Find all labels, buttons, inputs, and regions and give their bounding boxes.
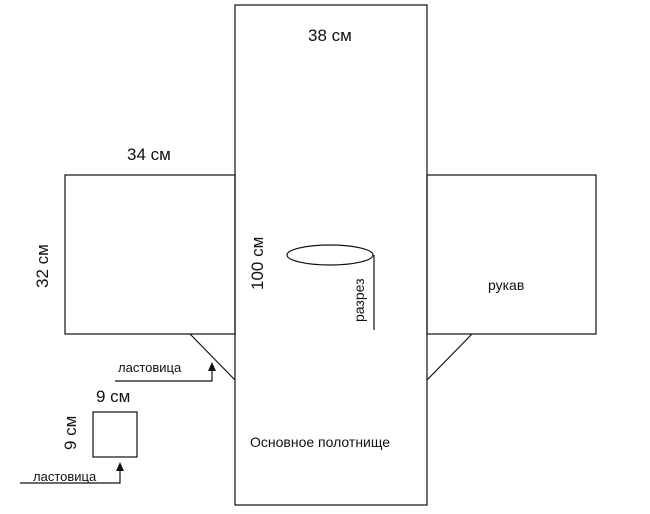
sleeve-height-label: 32 см	[33, 244, 52, 288]
arrow-head-icon	[116, 462, 124, 471]
sleeve-length-label: 34 см	[127, 145, 171, 164]
gusset-piece-label: ластовица	[33, 469, 97, 484]
left-sleeve-outline	[64, 174, 236, 335]
neck-opening	[286, 244, 374, 266]
body-length-label: 100 см	[248, 236, 267, 290]
gusset-height-label: 9 см	[61, 415, 80, 450]
right-gusset-diagonal	[426, 333, 473, 381]
sleeve-label: рукав	[488, 277, 525, 293]
cut-label: разрез	[351, 278, 367, 322]
left-gusset-diagonal	[189, 333, 236, 381]
body-width-label: 38 см	[308, 26, 352, 45]
gusset-width-label: 9 см	[96, 387, 131, 406]
gusset-arrow-label: ластовица	[118, 360, 182, 375]
gusset-square-arrow-line	[20, 466, 121, 484]
right-sleeve-outline	[426, 174, 597, 335]
gusset-square	[92, 411, 138, 458]
arrow-head-icon	[208, 362, 216, 371]
main-panel-label: Основное полотнище	[250, 434, 391, 450]
